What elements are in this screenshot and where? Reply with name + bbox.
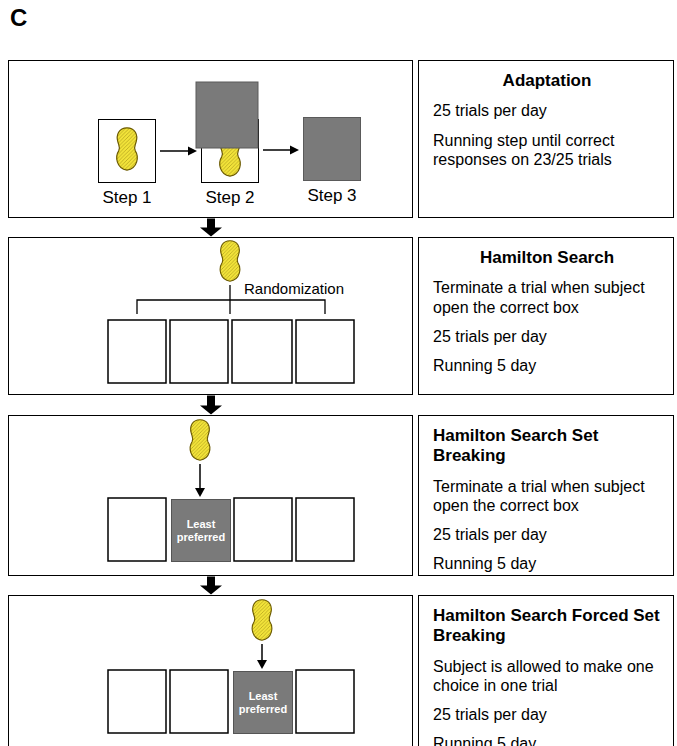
peanut bbox=[190, 420, 210, 460]
step-label: Step 2 bbox=[182, 188, 278, 208]
block-arrow bbox=[200, 577, 222, 595]
choice-box bbox=[296, 498, 354, 561]
description-box: Hamilton Search Forced Set BreakingSubje… bbox=[418, 595, 674, 746]
box-text: Least preferred bbox=[234, 690, 292, 715]
box-heading: Hamilton Search bbox=[433, 248, 661, 268]
procedure-panel: Least preferred bbox=[8, 595, 413, 746]
least-preferred-box: Least preferred bbox=[233, 671, 293, 734]
connector bbox=[200, 577, 222, 595]
procedure-panel: Least preferred bbox=[8, 415, 413, 576]
box-text: Subject is allowed to make one choice in… bbox=[433, 657, 661, 695]
arrow-head bbox=[290, 146, 299, 155]
drop-arrow bbox=[199, 464, 201, 489]
arrow-head bbox=[257, 660, 267, 669]
connector bbox=[200, 219, 222, 237]
box-heading: Hamilton Search Forced Set Breaking bbox=[433, 606, 661, 647]
peanut bbox=[252, 600, 272, 640]
step-label: Step 3 bbox=[284, 186, 380, 206]
peanut bbox=[220, 241, 240, 281]
box-text: Running 5 day bbox=[433, 356, 661, 375]
arrow-line bbox=[160, 150, 189, 152]
step-box: Step 2 bbox=[201, 119, 259, 183]
choice-box bbox=[170, 320, 228, 383]
box-text: 25 trials per day bbox=[433, 101, 661, 120]
choice-box bbox=[108, 670, 166, 733]
choice-box bbox=[108, 320, 166, 383]
box-heading: Adaptation bbox=[433, 71, 661, 91]
choice-box bbox=[108, 498, 166, 561]
choice-box bbox=[296, 670, 354, 733]
panel-text: Randomization bbox=[244, 280, 344, 297]
box-text: Least preferred bbox=[172, 518, 230, 543]
arrow-line bbox=[263, 149, 291, 151]
procedure-panel: Step 1 Step 2 Step 3 bbox=[8, 60, 413, 218]
block-arrow bbox=[200, 219, 222, 237]
arrow-head bbox=[195, 488, 205, 497]
box-text: Terminate a trial when subject open the … bbox=[433, 477, 661, 515]
choice-box bbox=[170, 670, 228, 733]
description-box: Adaptation 25 trials per dayRunning step … bbox=[418, 60, 674, 218]
box-text: 25 trials per day bbox=[433, 705, 661, 724]
description-box: Hamilton Search Set BreakingTerminate a … bbox=[418, 415, 674, 576]
connector bbox=[200, 396, 222, 415]
panel-label: C bbox=[10, 4, 27, 32]
step-box: Step 1 bbox=[98, 119, 156, 183]
box-text: Running 5 day bbox=[433, 554, 661, 573]
block-arrow bbox=[200, 396, 222, 415]
box-text: Terminate a trial when subject open the … bbox=[433, 278, 661, 316]
cover-square bbox=[196, 82, 258, 148]
arrow-head bbox=[188, 147, 197, 156]
procedure-panel: Randomization bbox=[8, 237, 413, 395]
choice-box bbox=[232, 320, 292, 383]
box-heading: Hamilton Search Set Breaking bbox=[433, 426, 661, 467]
connector bbox=[160, 147, 197, 156]
box-text: 25 trials per day bbox=[433, 327, 661, 346]
peanut bbox=[220, 134, 240, 176]
box-text: Running step until correct responses on … bbox=[433, 131, 661, 169]
least-preferred-box: Least preferred bbox=[171, 499, 231, 562]
drop-arrow bbox=[261, 644, 263, 661]
connector bbox=[263, 146, 299, 155]
choice-box bbox=[234, 498, 292, 561]
box-text: Running 5 day bbox=[433, 734, 661, 746]
step-box: Step 3 bbox=[303, 117, 361, 181]
peanut bbox=[117, 128, 137, 170]
description-box: Hamilton SearchTerminate a trial when su… bbox=[418, 237, 674, 395]
step-label: Step 1 bbox=[79, 188, 175, 208]
bracket bbox=[137, 300, 325, 314]
choice-box bbox=[296, 320, 354, 383]
box-text: 25 trials per day bbox=[433, 525, 661, 544]
